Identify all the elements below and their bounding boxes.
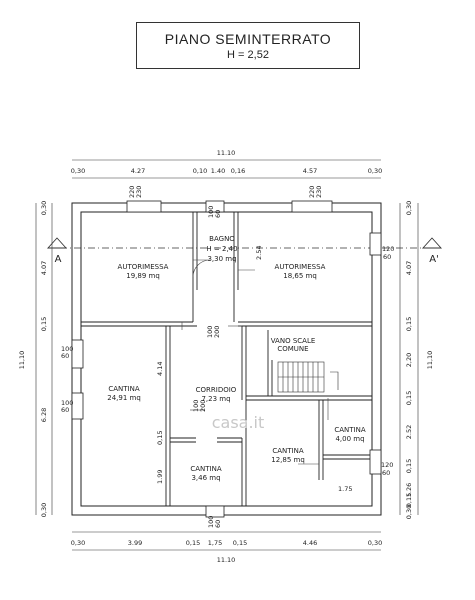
room-area: 18,65 mq <box>283 272 317 280</box>
room-sub: COMUNE <box>277 345 308 353</box>
svg-text:0,15: 0,15 <box>405 317 413 331</box>
svg-text:0,15: 0,15 <box>233 539 247 547</box>
room-area: 4,00 mq <box>335 435 364 443</box>
svg-text:11.10: 11.10 <box>217 149 236 157</box>
svg-text:60: 60 <box>214 520 222 528</box>
svg-text:230: 230 <box>135 186 143 198</box>
room-area: 7,23 mq <box>201 395 230 403</box>
svg-text:0,15: 0,15 <box>405 459 413 473</box>
svg-text:60: 60 <box>61 352 69 360</box>
svg-text:0,30: 0,30 <box>405 505 413 519</box>
room-area: 3,46 mq <box>191 474 220 482</box>
section-line: A A' <box>46 237 443 265</box>
room-name: AUTORIMESSA <box>118 263 169 271</box>
svg-text:100: 100 <box>206 326 214 338</box>
room-name: AUTORIMESSA <box>275 263 326 271</box>
doors <box>181 259 329 465</box>
svg-text:1.26: 1.26 <box>405 483 413 497</box>
plan-title: PIANO SEMINTERRATO <box>164 31 332 47</box>
svg-text:220: 220 <box>128 186 136 198</box>
svg-text:1.40: 1.40 <box>211 167 225 175</box>
svg-text:2.54: 2.54 <box>255 246 263 260</box>
section-label-right: A' <box>429 254 439 265</box>
svg-text:0,30: 0,30 <box>368 167 382 175</box>
svg-text:0,15: 0,15 <box>405 391 413 405</box>
room-area: 12,85 mq <box>271 456 305 464</box>
svg-text:100: 100 <box>192 400 200 412</box>
svg-text:11,10: 11,10 <box>426 351 434 370</box>
svg-text:100: 100 <box>207 516 215 528</box>
dimension-text: 11.10 0,30 4.27 0,10 1.40 0,16 4.57 0,30… <box>18 149 434 564</box>
svg-text:0,30: 0,30 <box>368 539 382 547</box>
windows <box>71 200 382 518</box>
svg-text:60: 60 <box>61 406 69 414</box>
svg-text:200: 200 <box>213 326 221 338</box>
svg-text:0,15: 0,15 <box>186 539 200 547</box>
stairs <box>277 361 339 393</box>
plan-height: H = 2,52 <box>227 49 269 61</box>
svg-text:0,16: 0,16 <box>231 167 245 175</box>
svg-text:120: 120 <box>381 461 393 469</box>
svg-text:100: 100 <box>207 206 215 218</box>
svg-text:100: 100 <box>61 345 73 353</box>
svg-text:0,30: 0,30 <box>40 503 48 517</box>
room-name: CORRIDOIO <box>196 386 237 394</box>
svg-text:120: 120 <box>382 245 394 253</box>
svg-text:4.07: 4.07 <box>405 261 413 275</box>
svg-text:1.99: 1.99 <box>156 470 164 484</box>
svg-text:0,30: 0,30 <box>405 201 413 215</box>
svg-text:60: 60 <box>383 253 391 261</box>
svg-text:6.28: 6.28 <box>40 408 48 422</box>
room-name: BAGNO <box>209 235 235 243</box>
svg-text:0,30: 0,30 <box>71 539 85 547</box>
dimension-lines <box>35 159 419 551</box>
svg-text:100: 100 <box>61 399 73 407</box>
room-name: VANO SCALE <box>271 337 316 345</box>
room-name: CANTINA <box>272 447 303 455</box>
title-box: PIANO SEMINTERRATO H = 2,52 <box>136 22 360 69</box>
svg-text:0,15: 0,15 <box>40 317 48 331</box>
svg-text:1,75: 1,75 <box>208 539 222 547</box>
room-area: 24,91 mq <box>107 394 141 402</box>
watermark: casa.it <box>212 413 265 432</box>
svg-text:11,10: 11,10 <box>18 351 26 370</box>
svg-text:1.75: 1.75 <box>338 485 352 493</box>
svg-text:4.14: 4.14 <box>156 362 164 376</box>
section-label-left: A <box>55 254 62 265</box>
room-name: CANTINA <box>108 385 139 393</box>
svg-text:200: 200 <box>199 400 207 412</box>
room-area: 19,89 mq <box>126 272 160 280</box>
svg-text:4.57: 4.57 <box>303 167 317 175</box>
svg-text:60: 60 <box>214 210 222 218</box>
svg-text:0,30: 0,30 <box>71 167 85 175</box>
svg-text:0,10: 0,10 <box>193 167 207 175</box>
svg-text:2,20: 2,20 <box>405 353 413 367</box>
svg-text:0,15: 0,15 <box>405 493 413 507</box>
svg-text:3.99: 3.99 <box>128 539 142 547</box>
svg-text:0,15: 0,15 <box>156 431 164 445</box>
room-name: CANTINA <box>334 426 365 434</box>
room-labels: AUTORIMESSA 19,89 mq BAGNO H = 2,40 3,30… <box>107 235 366 482</box>
room-sub: H = 2,40 <box>206 245 237 253</box>
svg-text:11.10: 11.10 <box>217 556 236 564</box>
svg-text:0,30: 0,30 <box>40 201 48 215</box>
room-name: CANTINA <box>190 465 221 473</box>
svg-text:2.52: 2.52 <box>405 425 413 439</box>
svg-text:220: 220 <box>308 186 316 198</box>
svg-text:4.46: 4.46 <box>303 539 317 547</box>
svg-text:230: 230 <box>315 186 323 198</box>
svg-text:4.07: 4.07 <box>40 261 48 275</box>
svg-text:60: 60 <box>382 469 390 477</box>
room-area: 3,30 mq <box>207 255 236 263</box>
interior-walls <box>81 212 372 506</box>
svg-text:4.27: 4.27 <box>131 167 145 175</box>
